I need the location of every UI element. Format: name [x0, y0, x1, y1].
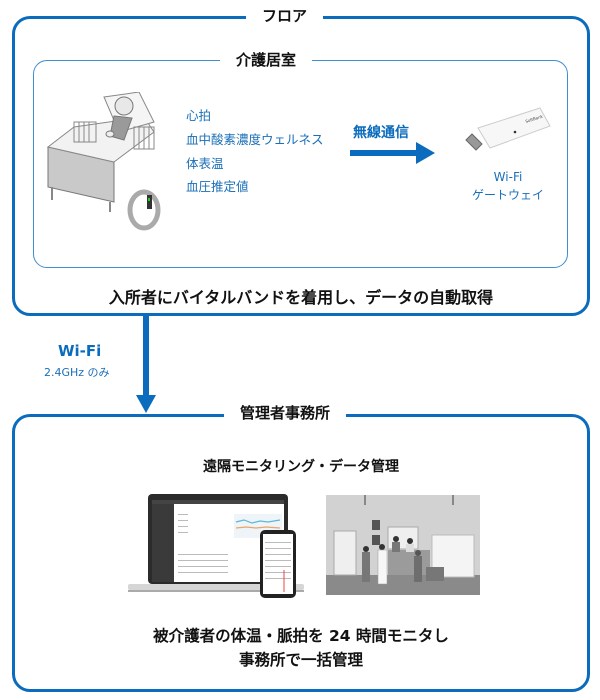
svg-text:SoftBank: SoftBank [525, 113, 544, 124]
floor-title: フロア [246, 6, 324, 26]
office-staff-illustration [326, 495, 480, 595]
wireless-label: 無線通信 [353, 125, 409, 141]
floor-caption: 入所者にバイタルバンドを着用し、データの自動取得 [108, 288, 494, 307]
metric-body-temp: 体表温 [186, 156, 224, 171]
connection-sublabel: 2.4GHz のみ [44, 366, 110, 379]
office-caption-line1: 被介護者の体温・脈拍を 24 時間モニタし [153, 627, 449, 645]
office-title: 管理者事務所 [224, 403, 347, 423]
office-subtitle: 遠隔モニタリング・データ管理 [203, 459, 399, 475]
office-caption-line2: 事務所で一括管理 [238, 651, 363, 669]
metric-blood-oxygen: 血中酸素濃度ウェルネス [186, 132, 324, 147]
bed-patient-illustration [46, 92, 161, 231]
gateway-label-line2: ゲートウェイ [471, 188, 544, 202]
metric-heart-rate: 心拍 [186, 108, 212, 123]
wifi-gateway-icon: SoftBank [465, 107, 551, 151]
metric-blood-pressure: 血圧推定値 [186, 179, 249, 194]
connection-label: Wi-Fi [58, 342, 102, 360]
gateway-label-line1: Wi-Fi [493, 170, 523, 184]
room-title: 介護居室 [220, 50, 313, 70]
wireless-arrow-icon [350, 142, 435, 164]
dashboard-devices-illustration [128, 494, 304, 598]
connection-arrow-icon [136, 315, 156, 413]
